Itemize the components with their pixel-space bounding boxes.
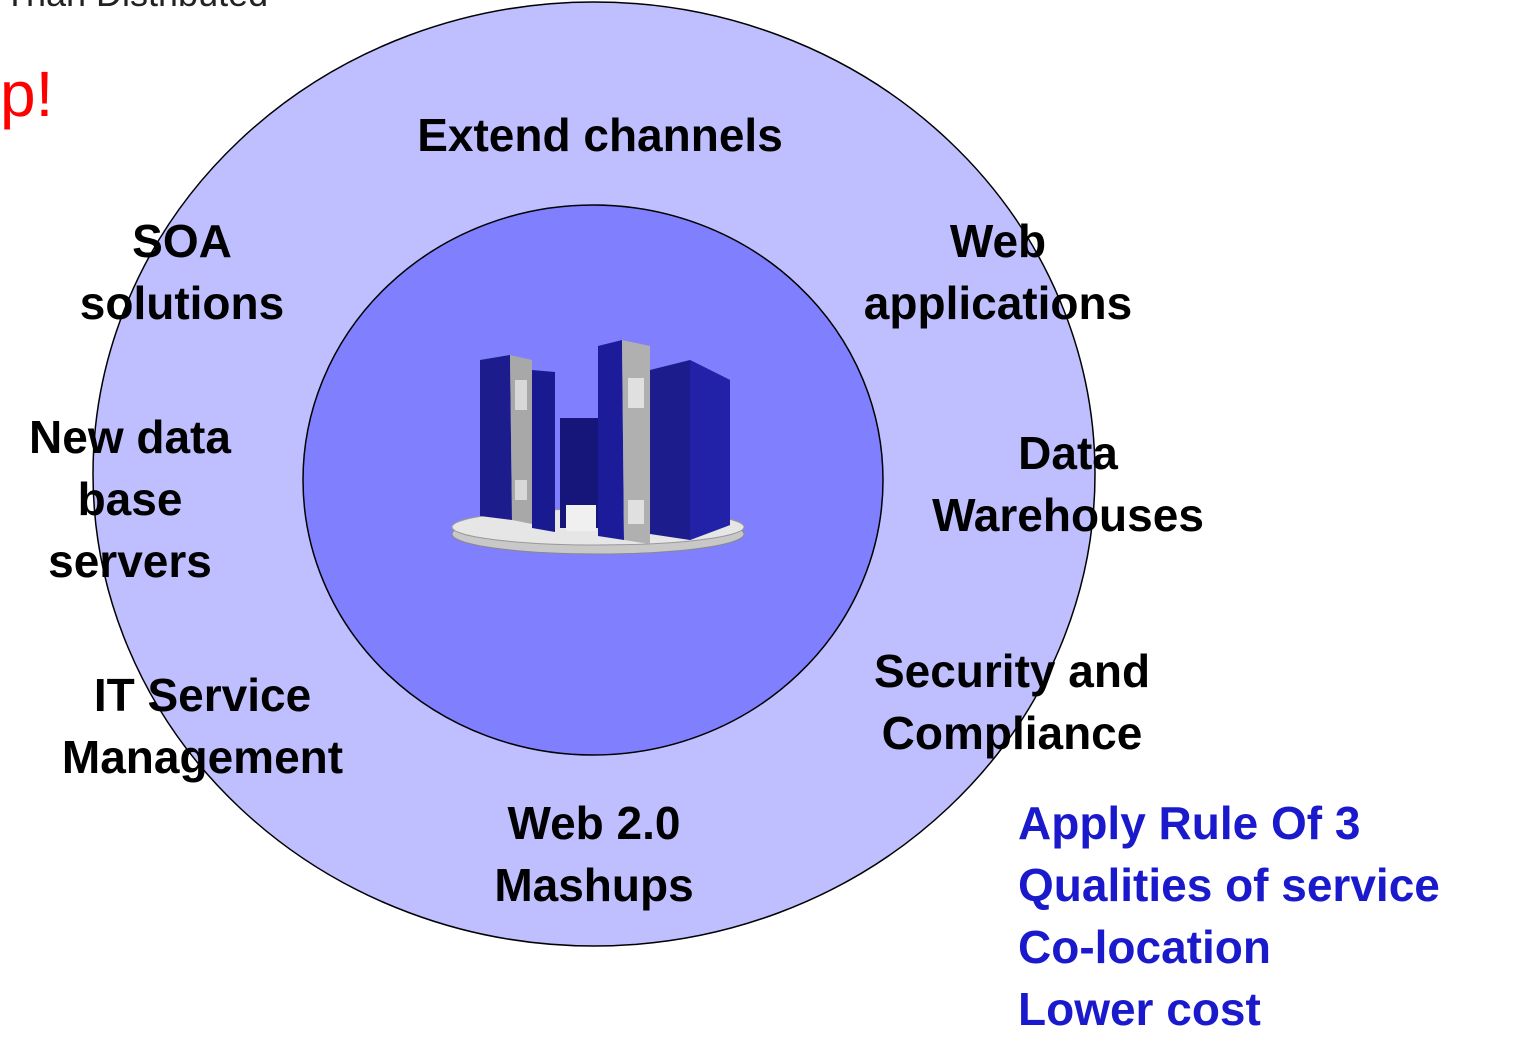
server-cluster-icon: [451, 340, 745, 555]
benefits-list: Apply Rule Of 3 Qualities of service Co-…: [1018, 792, 1440, 1040]
label-security-compliance: Security and Compliance: [873, 645, 1151, 759]
benefit-qualities-of-service: Qualities of service: [1018, 859, 1440, 911]
benefit-co-location: Co-location: [1018, 921, 1271, 973]
headline-fragment: p!: [0, 58, 54, 130]
label-extend-channels: Extend channels: [417, 109, 783, 161]
benefit-rule-of-3: Apply Rule Of 3: [1018, 797, 1361, 849]
label-it-service-management: IT Service Management: [61, 669, 344, 783]
label-web20-mashups: Web 2.0 Mashups: [494, 797, 694, 911]
header-subtitle-fragment: Than Distributed: [4, 0, 268, 14]
label-web-applications: Web applications: [863, 215, 1133, 329]
label-new-data-base-servers: New data base servers: [29, 411, 231, 587]
benefit-lower-cost: Lower cost: [1018, 983, 1261, 1035]
label-data-warehouses: Data Warehouses: [932, 427, 1204, 541]
label-soa-solutions: SOA solutions: [79, 215, 285, 329]
